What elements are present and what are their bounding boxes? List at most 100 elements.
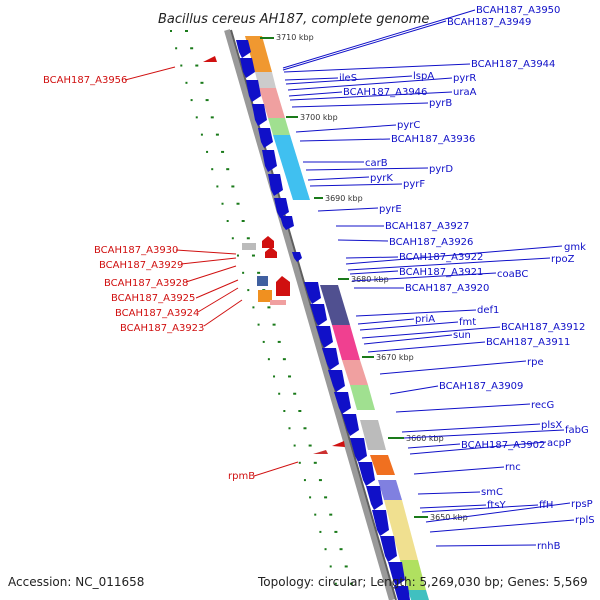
- ring-dot: [349, 582, 353, 585]
- gene-label: BCAH187_A3902: [461, 440, 545, 451]
- gene-label: BCAH187_A3922: [399, 252, 483, 263]
- ring-dot: [236, 254, 239, 257]
- gene-label: lspA: [413, 71, 434, 82]
- gene-label: uraA: [453, 87, 477, 98]
- gene-label: def1: [477, 305, 499, 316]
- gene-label: BCAH187_A3929: [99, 260, 183, 271]
- scale-label: 3700 kbp: [300, 113, 338, 122]
- gene-label: rplS: [575, 515, 595, 526]
- gene-label: acpP: [547, 438, 571, 449]
- ring-dot: [334, 530, 338, 533]
- scale-label: 3660 kbp: [406, 434, 444, 443]
- gene-label: ffH: [539, 500, 553, 511]
- ring-dot: [246, 237, 250, 240]
- ring-dot: [339, 548, 343, 551]
- gene-label: priA: [415, 314, 435, 325]
- ring-dot: [324, 496, 328, 499]
- gene-label: rpoZ: [551, 254, 575, 265]
- ring-dot: [195, 64, 199, 67]
- gene-label: BCAH187_A3946: [343, 87, 427, 98]
- ring-dot: [324, 548, 327, 551]
- gene-label: pyrR: [453, 73, 476, 84]
- ring-dot: [288, 375, 292, 378]
- gene-label: pyrK: [370, 173, 393, 184]
- gene-label: BCAH187_A3920: [405, 283, 489, 294]
- gene-label: rnc: [505, 462, 521, 473]
- ring-dot: [200, 81, 204, 84]
- ring-dot: [190, 99, 193, 102]
- scale-label: 3670 kbp: [376, 353, 414, 362]
- gene-label: BCAH187_A3912: [501, 322, 585, 333]
- scale-label: 3650 kbp: [430, 513, 468, 522]
- dotted-rings: [170, 30, 353, 585]
- ring-dot: [267, 358, 270, 361]
- gene-label: pyrB: [429, 98, 452, 109]
- forward-gene-labels: BCAH187_A3950 BCAH187_A3949 BCAH187_A394…: [339, 5, 595, 552]
- ring-dot: [308, 444, 312, 447]
- gene-label: BCAH187_A3956: [43, 75, 127, 86]
- ring-dot: [293, 392, 297, 395]
- gene-label: carB: [365, 158, 388, 169]
- ring-dot: [210, 116, 214, 119]
- scale-label: 3680 kbp: [351, 275, 389, 284]
- ring-dot: [185, 30, 188, 32]
- ring-dot: [175, 47, 178, 50]
- gene-label: gmk: [564, 242, 586, 253]
- ring-dot: [170, 30, 172, 32]
- gene-label: recG: [531, 400, 554, 411]
- ring-dot: [272, 323, 276, 326]
- gene-label: BCAH187_A3925: [111, 293, 195, 304]
- gene-label: BCAH187_A3921: [399, 267, 483, 278]
- gene-label: sun: [453, 330, 471, 341]
- ring-dot: [282, 358, 286, 361]
- gene-label: BCAH187_A3927: [385, 221, 469, 232]
- forward-connectors: [282, 9, 575, 547]
- ring-dot: [329, 565, 332, 568]
- ring-dot: [215, 133, 219, 136]
- scale-label: 3710 kbp: [276, 33, 314, 42]
- gene-label: BCAH187_A3923: [120, 323, 204, 334]
- gene-label: BCAH187_A3924: [115, 308, 199, 319]
- gene-label: fabG: [565, 425, 589, 436]
- map-title: Bacillus cereus AH187, complete genome: [158, 12, 429, 27]
- gene-label: BCAH187_A3926: [389, 237, 473, 248]
- gene-label: pyrE: [379, 204, 402, 215]
- ring-dot: [226, 220, 229, 222]
- forward-genes: [236, 40, 410, 600]
- gene-label: fmt: [459, 317, 476, 328]
- gene-label: pyrF: [403, 179, 425, 190]
- gene-label: ftsY: [487, 500, 506, 511]
- ring-dot: [309, 496, 312, 499]
- ring-dot: [241, 220, 245, 222]
- ring-dot: [273, 375, 276, 378]
- ring-dot: [298, 410, 302, 412]
- reverse-genes: [203, 56, 345, 454]
- ring-dot: [221, 150, 225, 153]
- gene-label: rpmB: [228, 471, 255, 482]
- ring-dot: [216, 185, 219, 188]
- ring-dot: [180, 64, 183, 67]
- ring-dot: [185, 81, 188, 84]
- gene-label: smC: [481, 487, 503, 498]
- ring-dot: [231, 185, 235, 188]
- reverse-gene-labels: BCAH187_A3956 BCAH187_A3930 BCAH187_A392…: [43, 75, 255, 482]
- ring-dot: [314, 513, 317, 516]
- gene-label: pyrC: [397, 120, 420, 131]
- gene-label: ileS: [339, 73, 357, 84]
- gene-label: BCAH187_A3909: [439, 381, 523, 392]
- ring-dot: [226, 168, 230, 171]
- ring-dot: [334, 582, 337, 585]
- ring-dot: [283, 410, 286, 412]
- ring-dot: [190, 47, 194, 50]
- ring-dot: [298, 461, 301, 464]
- ring-dot: [206, 150, 209, 153]
- ring-dot: [303, 427, 307, 430]
- gene-label: rpsP: [571, 499, 593, 510]
- ring-dot: [288, 427, 291, 430]
- ring-dot: [277, 340, 281, 343]
- ring-dot: [242, 271, 245, 274]
- cog-ring: [245, 36, 429, 600]
- ring-dot: [231, 237, 234, 240]
